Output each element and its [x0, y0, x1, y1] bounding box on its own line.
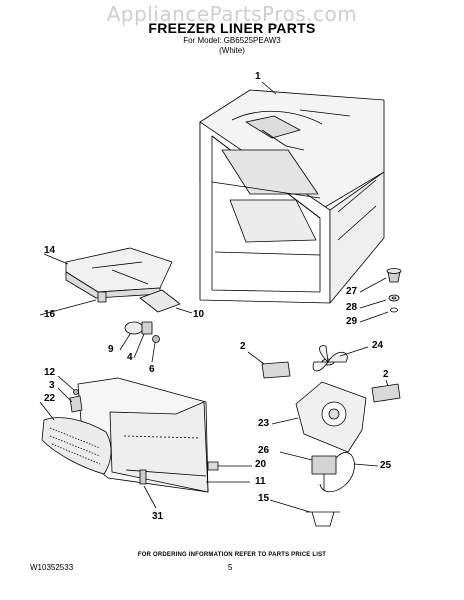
foam-strip [207, 461, 252, 471]
screw [57, 375, 83, 413]
callout-6: 6 [149, 364, 155, 375]
fan-blade [312, 345, 369, 372]
callout-20: 20 [255, 459, 267, 470]
page-number: 5 [228, 563, 233, 572]
callout-14: 14 [44, 245, 56, 256]
color-line: (White) [219, 46, 245, 55]
fan-housing [271, 381, 367, 453]
retainer-clip [139, 469, 157, 509]
callout-22: 22 [44, 393, 56, 404]
wire-harness [319, 452, 379, 493]
gasket-pad [139, 289, 193, 314]
vent-grille [39, 401, 112, 475]
document-number: W10352533 [30, 563, 74, 572]
callout-15: 15 [258, 493, 270, 504]
foam-block-left [247, 351, 291, 379]
callout-1: 1 [255, 71, 261, 82]
evaporator-cover [77, 377, 250, 493]
freezer-liner [199, 89, 385, 304]
callout-31: 31 [152, 511, 164, 522]
callout-24: 24 [372, 340, 384, 351]
watermark: AppliancePartsPros.com [106, 2, 358, 26]
callout-11: 11 [255, 476, 266, 487]
page-title: FREEZER LINER PARTS [148, 20, 316, 36]
fan-motor [279, 451, 337, 490]
callout-4: 4 [127, 352, 133, 363]
callout-26: 26 [258, 445, 270, 456]
callout-27: 27 [346, 286, 358, 297]
callout-2-right: 2 [383, 369, 389, 380]
callout-23: 23 [258, 418, 270, 429]
glide-assembly [359, 268, 402, 323]
callout-9: 9 [108, 344, 114, 355]
leader-line [261, 81, 277, 95]
ordering-note: FOR ORDERING INFORMATION REFER TO PARTS … [137, 552, 327, 558]
callout-2-left: 2 [240, 341, 246, 352]
callout-25: 25 [380, 460, 392, 471]
foam-block-right [371, 379, 401, 403]
light-socket [119, 321, 160, 363]
callout-3: 3 [49, 380, 55, 391]
callout-10: 10 [193, 309, 205, 320]
motor-bracket [269, 499, 340, 527]
callout-12: 12 [44, 367, 56, 378]
callout-28: 28 [346, 302, 358, 313]
model-line: For Model: GB6525PEAW3 [183, 36, 281, 45]
air-duct-cover [43, 247, 173, 299]
callout-16: 16 [44, 309, 56, 320]
clip [39, 291, 107, 316]
callout-29: 29 [346, 316, 358, 327]
